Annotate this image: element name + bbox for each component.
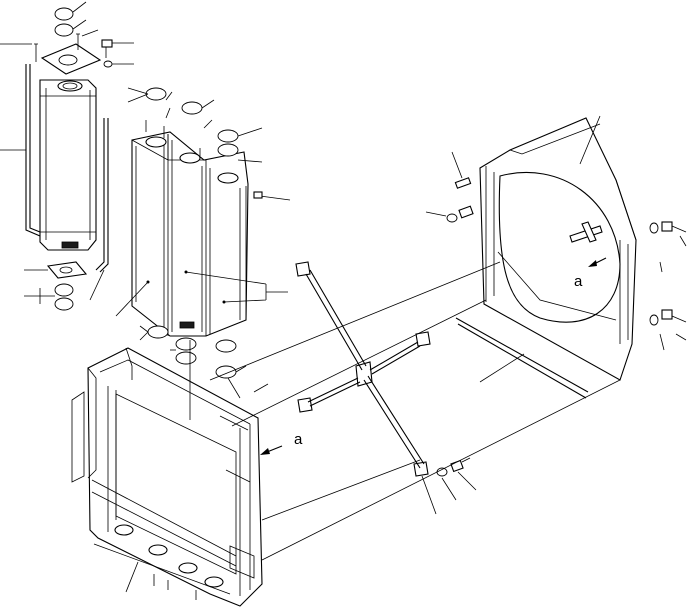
shroud-left-bolts — [425, 151, 474, 223]
view-marker-frame: a — [294, 431, 303, 448]
seal-strip — [455, 317, 589, 399]
fan-shroud — [479, 115, 637, 381]
top-cover-plate — [40, 43, 102, 75]
top-bolts — [0, 29, 134, 68]
triple-radiator-core — [115, 131, 288, 337]
shroud-right-bolts — [649, 221, 687, 351]
radiator-frame — [71, 347, 263, 607]
bottom-flange-and-gaskets — [24, 261, 88, 311]
view-marker-shroud: a — [574, 273, 583, 290]
triple-core-top-bubbles — [127, 87, 291, 201]
frame-view-arrow: a — [260, 431, 303, 455]
x-brace — [295, 261, 437, 515]
shroud-view-arrow: a — [574, 257, 607, 290]
single-radiator-core — [39, 79, 97, 251]
triple-core-bottom-bubbles — [139, 325, 247, 379]
assembly-lines — [189, 261, 621, 561]
top-gasket-bubbles — [54, 1, 87, 37]
x-brace-bolts — [436, 457, 477, 501]
left-drain-pipes — [0, 64, 109, 301]
